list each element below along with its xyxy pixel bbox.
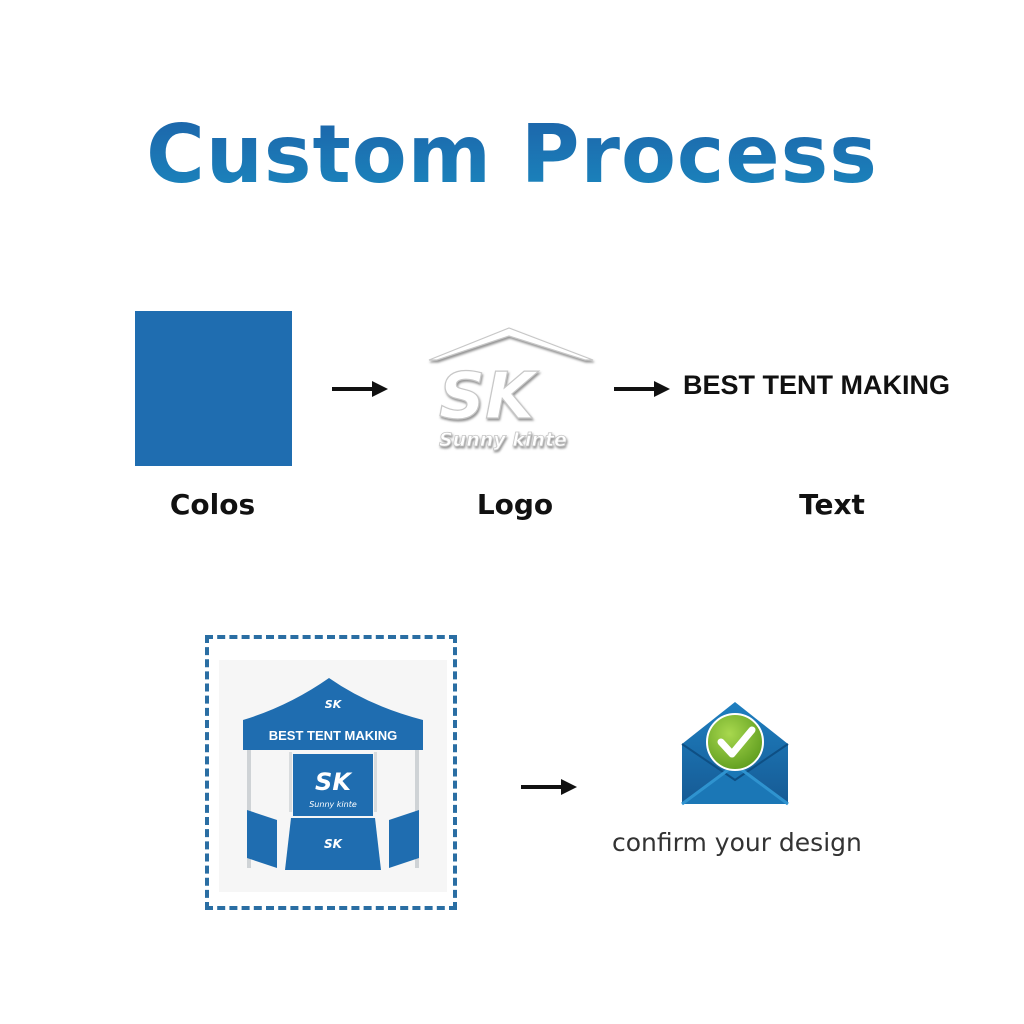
envelope-check-icon (681, 702, 789, 806)
banner-text: BEST TENT MAKING (269, 728, 398, 743)
tent-illustration: SK BEST TENT MAKING SK Sunny kinte SK (243, 678, 423, 870)
sunny-kinte-logo: SK Sunny kinte (428, 327, 594, 451)
roof-mark: SK (325, 698, 343, 711)
logo-mark: SK (439, 360, 539, 434)
step-label-text: Text (799, 488, 865, 521)
tent-preview: SK BEST TENT MAKING SK Sunny kinte SK (219, 660, 447, 892)
wall-mark: SK (315, 768, 353, 796)
logo-caption: Sunny kinte (439, 429, 567, 451)
confirm-label: confirm your design (612, 828, 862, 857)
sample-text: BEST TENT MAKING (683, 370, 950, 400)
arrow-right-icon (614, 381, 670, 397)
wall-caption: Sunny kinte (309, 800, 357, 809)
arrow-right-icon (521, 779, 577, 795)
step-label-colors: Colos (169, 488, 256, 521)
page-title: Custom Process (0, 100, 1024, 210)
arrow-right-icon (332, 381, 388, 397)
table-mark: SK (324, 837, 344, 851)
preview-frame (205, 635, 457, 910)
color-swatch (135, 311, 292, 466)
step-label-logo: Logo (476, 488, 554, 521)
